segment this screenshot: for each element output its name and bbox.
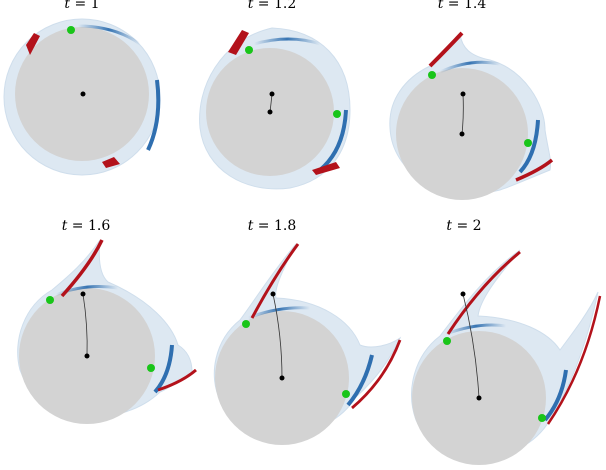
panel-title: t = 1 [64, 0, 99, 12]
cylinder-start-center [269, 91, 275, 97]
tracer-marker [147, 364, 155, 372]
blue-vorticity-streak [439, 60, 501, 74]
center-trajectory [272, 293, 283, 379]
cylinder-start-center [460, 291, 466, 297]
blue-vorticity-streak [445, 323, 507, 336]
blue-vorticity-streak [518, 119, 540, 174]
panel-t1.4: t = 1.4 [389, 0, 554, 200]
cylinder-start-center [270, 291, 276, 297]
tracer-marker [538, 414, 546, 422]
red-vorticity-streak [157, 368, 197, 392]
panel-title: t = 2 [446, 218, 481, 234]
blue-vorticity-streak [253, 37, 321, 46]
panel-title: t = 1.2 [248, 0, 297, 12]
center-trajectory [462, 293, 480, 399]
blue-vorticity-streak [146, 79, 161, 151]
panel-t1.8: t = 1.8 [213, 218, 402, 445]
tracer-marker [67, 26, 75, 34]
center-trajectory [82, 293, 88, 357]
blue-vorticity-streak [543, 369, 568, 422]
panel-title: t = 1.8 [248, 218, 297, 234]
red-vorticity-streak [60, 239, 104, 298]
tracer-marker [443, 337, 451, 345]
center-trajectory [461, 93, 464, 135]
panel-t2: t = 2 [411, 218, 602, 465]
tracer-marker [342, 390, 350, 398]
red-vorticity-streak [515, 158, 554, 182]
red-vorticity-streak [351, 339, 402, 410]
cylinder-center [80, 91, 86, 97]
cylinder-center [279, 375, 285, 381]
cylinder-center [476, 395, 482, 401]
panel-title: t = 1.6 [62, 218, 111, 234]
panel-t1.2: t = 1.2 [199, 0, 351, 190]
panel-t1.6: t = 1.6 [17, 218, 197, 424]
cylinder-start-center [80, 291, 86, 297]
panel-title: t = 1.4 [438, 0, 487, 12]
tracer-marker [242, 320, 250, 328]
red-vorticity-streak [312, 162, 340, 175]
panel-t1: t = 1 [3, 0, 161, 176]
red-vorticity-streak [446, 250, 521, 335]
tracer-marker [524, 139, 532, 147]
blue-vorticity-streak [153, 344, 174, 394]
tracer-marker [428, 71, 436, 79]
red-vorticity-streak [102, 157, 120, 168]
blue-vorticity-streak [77, 24, 141, 46]
cylinder-center [84, 353, 90, 359]
red-vorticity-streak [428, 31, 464, 68]
blue-vorticity-streak [346, 354, 374, 407]
cylinder-center [459, 131, 465, 137]
cylinder-center [267, 109, 273, 115]
cylinder-start-center [460, 91, 466, 97]
tracer-marker [46, 296, 54, 304]
red-vorticity-streak [546, 295, 602, 425]
tracer-marker [245, 46, 253, 54]
red-vorticity-streak [228, 30, 249, 55]
tracer-marker [333, 110, 341, 118]
red-vorticity-streak [26, 33, 40, 55]
blue-vorticity-streak [55, 285, 119, 297]
red-vorticity-streak [250, 243, 300, 319]
